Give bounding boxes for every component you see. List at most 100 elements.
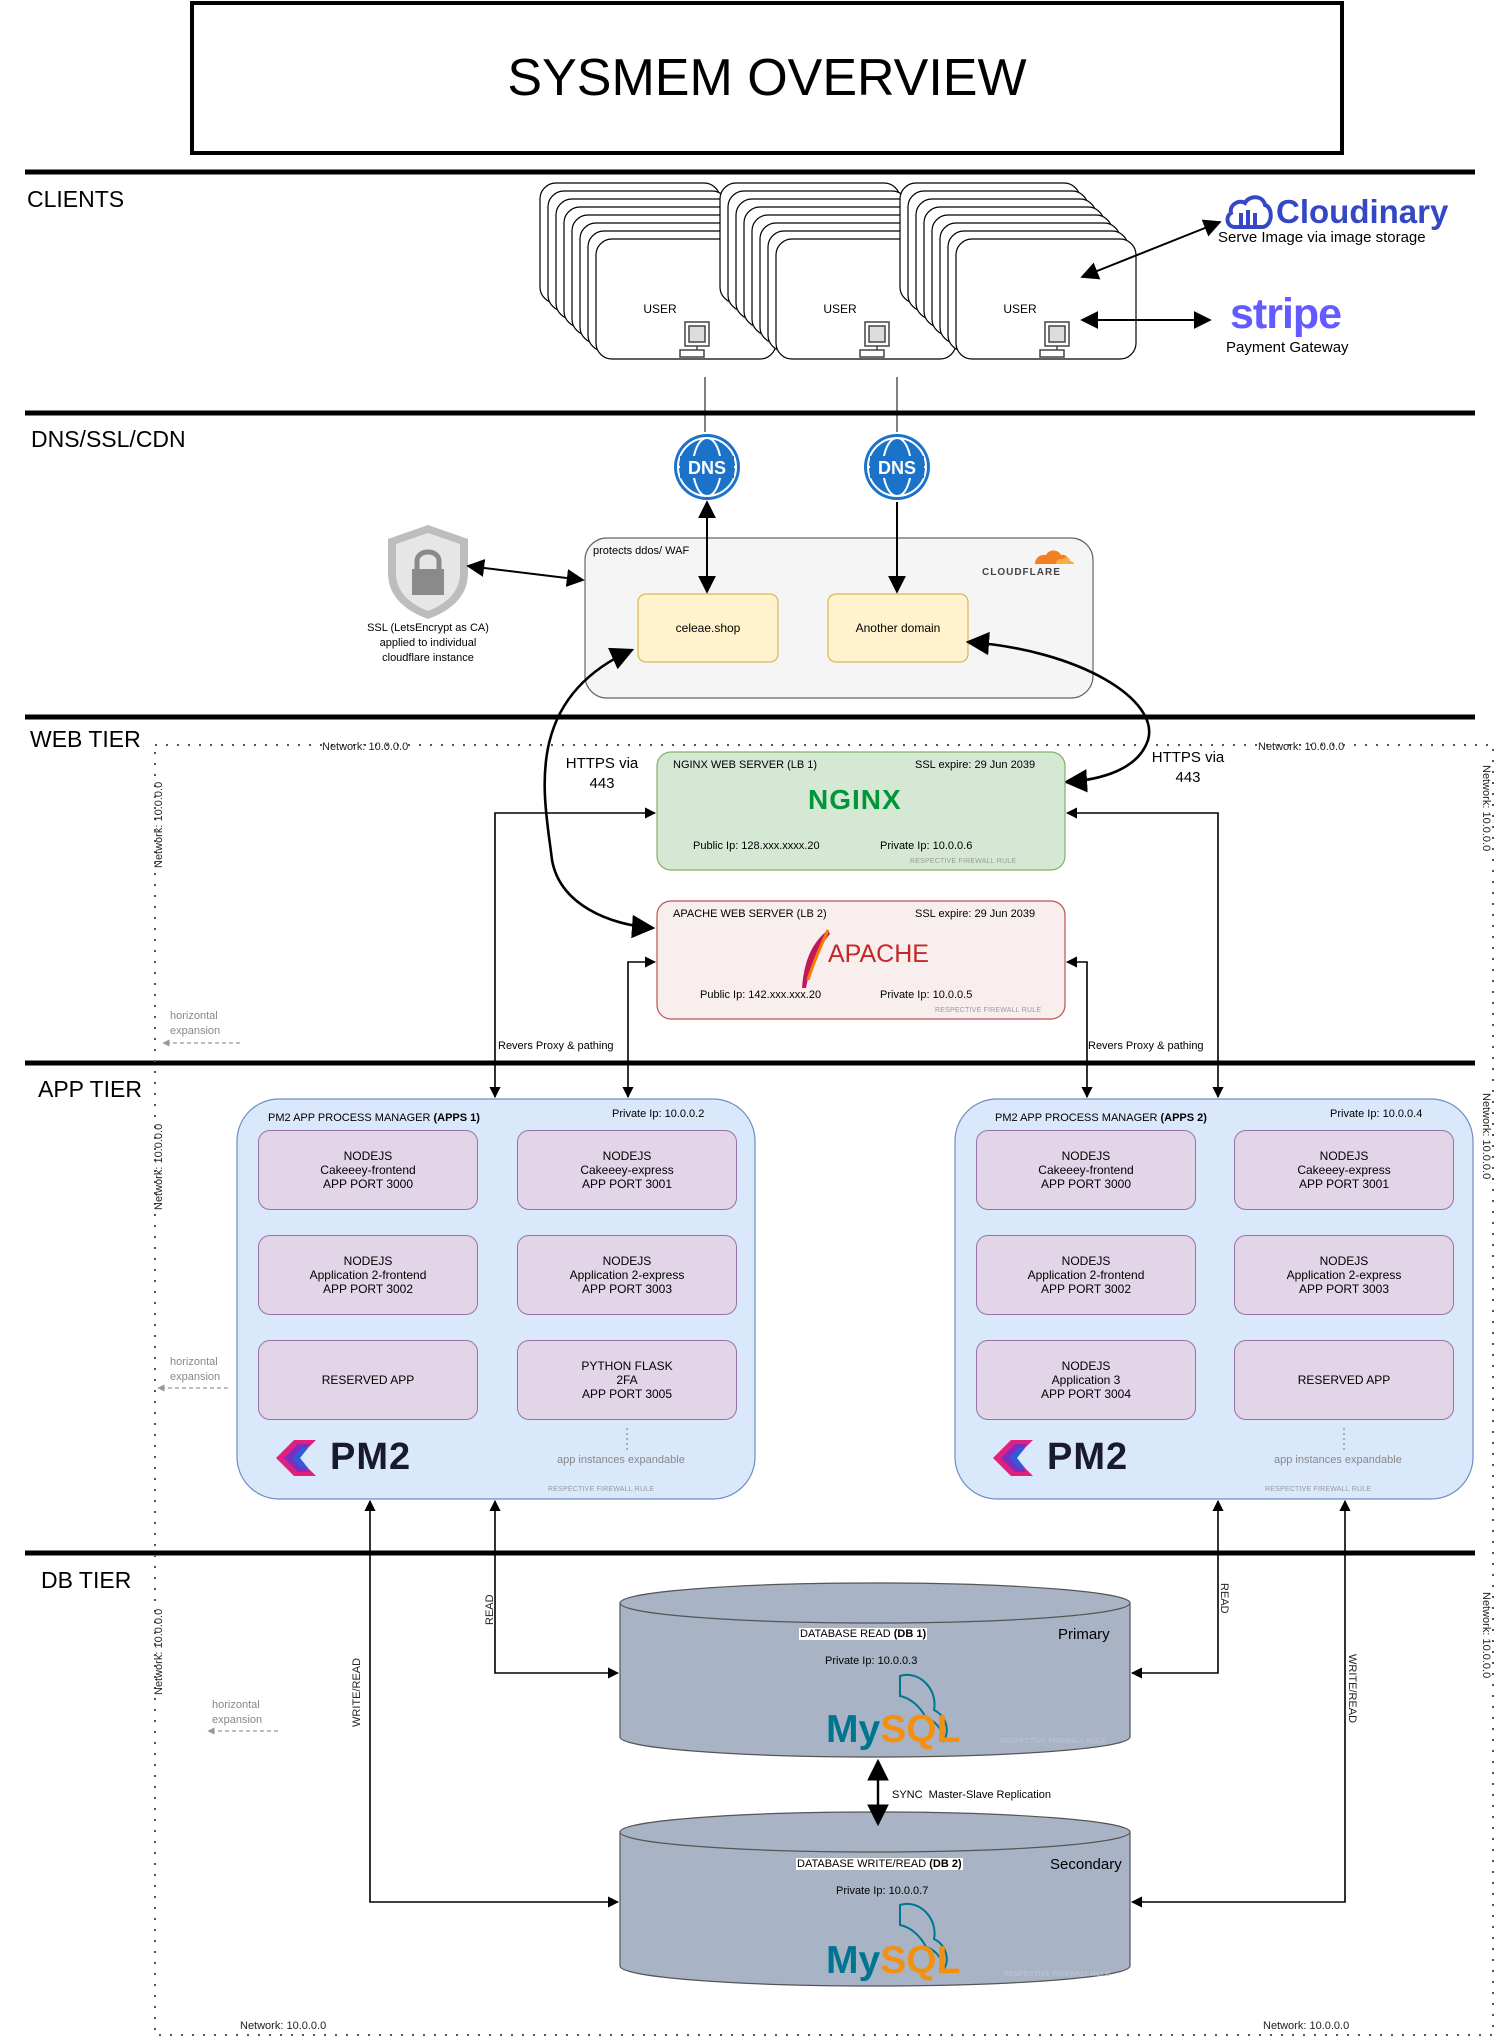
user-label: USER <box>643 302 677 316</box>
horizontal-expansion-line-1: horizontal <box>170 1010 218 1022</box>
nginx-server-box <box>656 751 1066 871</box>
read-label: READ <box>484 1594 496 1625</box>
ssl-line-3: cloudflare instance <box>382 652 474 664</box>
tier-label-clients: CLIENTS <box>27 186 125 212</box>
pm2-1-app: NODEJS Cakeeey-express APP PORT 3001 <box>517 1130 737 1210</box>
pm2-1-expandable: app instances expandable <box>557 1454 685 1466</box>
pm2-1-firewall-rule: RESPECTIVE FIREWALL RULE <box>548 1486 655 1493</box>
apache-public-ip: Public Ip: 142.xxx.xxx.20 <box>700 989 822 1001</box>
db-secondary-cylinder <box>619 1811 1131 1987</box>
pm2-1-title-bold: (APPS 1) <box>433 1112 480 1124</box>
pm2-1-title-prefix: PM2 APP PROCESS MANAGER <box>268 1112 434 1124</box>
pm2-2-title-prefix: PM2 APP PROCESS MANAGER <box>995 1112 1161 1124</box>
user-label: USER <box>823 302 857 316</box>
horizontal-expansion-label: horizontal expansion <box>170 1355 220 1385</box>
pm2-2-firewall-rule: RESPECTIVE FIREWALL RULE <box>1265 1486 1372 1493</box>
computer-icon <box>679 321 710 358</box>
tier-label-app: APP TIER <box>38 1076 142 1102</box>
apache-server-box <box>656 900 1066 1020</box>
pm2-1-app: RESERVED APP <box>258 1340 478 1420</box>
db2-mysql-logo: MySQL <box>826 1939 960 1983</box>
dns-icon <box>864 434 930 500</box>
pm2-1-app: PYTHON FLASK 2FA APP PORT 3005 <box>517 1340 737 1420</box>
apache-private-ip: Private Ip: 10.0.0.5 <box>880 989 973 1001</box>
network-label-vertical: Network: 10.0.0.0 <box>153 1123 165 1210</box>
https-label-line-1: HTTPS via <box>565 755 639 772</box>
db1-firewall-rule: RESPECTIVE FIREWALL RULE <box>1000 1738 1107 1745</box>
network-label: Network: 10.0.0.0 <box>1258 741 1345 753</box>
pm2-logo-mark <box>993 1440 1033 1476</box>
computer-icon <box>859 321 890 358</box>
horizontal-expansion-line-2: expansion <box>170 1371 221 1383</box>
read-label: READ <box>1218 1583 1230 1614</box>
network-label-vertical: Network: 10.0.0.0 <box>1480 1093 1492 1180</box>
sync-label: SYNC Master-Slave Replication <box>892 1789 1051 1801</box>
pm2-2-app: NODEJS Application 2-frontend APP PORT 3… <box>976 1235 1196 1315</box>
db-primary-cylinder <box>619 1582 1131 1758</box>
cloudflare-caption: protects ddos/ WAF <box>593 545 690 557</box>
domain-another-label: Another domain <box>855 621 941 635</box>
db2-title-prefix: DATABASE WRITE/READ <box>797 1858 930 1870</box>
apache-title: APACHE WEB SERVER (LB 2) <box>673 908 827 920</box>
db1-private-ip: Private Ip: 10.0.0.3 <box>825 1655 918 1667</box>
db2-title-bold: (DB 2) <box>929 1858 962 1870</box>
write-read-label: WRITE/READ <box>1346 1654 1358 1724</box>
cloudinary-name: Cloudinary <box>1276 193 1449 230</box>
pm2-2-title-bold: (APPS 2) <box>1160 1112 1207 1124</box>
db1-title: DATABASE READ (DB 1) <box>799 1628 928 1640</box>
page-title: SYSMEM OVERVIEW <box>507 49 1027 107</box>
domain-celeae-label: celeae.shop <box>675 621 741 635</box>
db2-mysql-my: My <box>826 1939 881 1982</box>
horizontal-expansion-line-2: expansion <box>212 1714 263 1726</box>
nginx-logo: NGINX <box>808 784 902 815</box>
nginx-firewall-rule: RESPECTIVE FIREWALL RULE <box>910 858 1017 865</box>
nginx-ssl-expiry: SSL expire: 29 Jun 2039 <box>915 759 1036 771</box>
pm2-1-title: PM2 APP PROCESS MANAGER (APPS 1) <box>268 1112 480 1124</box>
apache-logo: APACHE <box>828 940 929 968</box>
dns-icon <box>674 434 740 500</box>
write-read-label: WRITE/READ <box>351 1657 363 1727</box>
db2-firewall-rule: RESPECTIVE FIREWALL RULE <box>1004 1971 1111 1978</box>
db2-title: DATABASE WRITE/READ (DB 2) <box>796 1858 963 1870</box>
apache-ssl-expiry: SSL expire: 29 Jun 2039 <box>915 908 1036 920</box>
tier-label-db: DB TIER <box>41 1567 132 1593</box>
https-label-line-2: 443 <box>1175 769 1201 786</box>
pm2-2-private-ip: Private Ip: 10.0.0.4 <box>1330 1108 1423 1120</box>
pm2-2-app: NODEJS Cakeeey-express APP PORT 3001 <box>1234 1130 1454 1210</box>
https-label-left: HTTPS via 443 <box>562 754 642 794</box>
pm2-2-app: NODEJS Cakeeey-frontend APP PORT 3000 <box>976 1130 1196 1210</box>
ssl-line-2: applied to individual <box>379 637 477 649</box>
revers-proxy-label: Revers Proxy & pathing <box>498 1040 614 1052</box>
pm2-2-logo-text: PM2 <box>1047 1436 1129 1478</box>
pm2-1-app: NODEJS Cakeeey-frontend APP PORT 3000 <box>258 1130 478 1210</box>
network-boundary <box>154 744 1494 2036</box>
db1-mysql-logo: MySQL <box>826 1708 960 1752</box>
https-label-line-1: HTTPS via <box>1151 749 1225 766</box>
mysql-dolphin-icon <box>899 1673 948 1743</box>
ssl-caption: SSL (LetsEncrypt as CA) applied to indiv… <box>328 621 528 666</box>
https-label-line-2: 443 <box>589 775 615 792</box>
db1-mysql-sql: SQL <box>880 1708 961 1751</box>
stripe-logo: stripe <box>1230 290 1342 338</box>
dns-label: DNS <box>687 457 726 478</box>
pm2-2-app: NODEJS Application 3 APP PORT 3004 <box>976 1340 1196 1420</box>
https-label-right: HTTPS via 443 <box>1148 748 1228 788</box>
pm2-1-app: NODEJS Application 2-express APP PORT 30… <box>517 1235 737 1315</box>
cloudinary-desc: Serve Image via image storage <box>1218 229 1426 246</box>
cloudinary-logo: Cloudinary <box>1225 192 1448 232</box>
nginx-title: NGINX WEB SERVER (LB 1) <box>673 759 818 771</box>
horizontal-expansion-line-2: expansion <box>170 1025 221 1037</box>
db2-mysql-sql: SQL <box>880 1939 961 1982</box>
db1-mysql-my: My <box>826 1708 881 1751</box>
network-label-vertical: Network: 10.0.0.0 <box>1480 765 1492 852</box>
domain-celeae <box>637 593 779 663</box>
user-label: USER <box>1003 302 1037 316</box>
db2-role: Secondary <box>1050 1856 1122 1873</box>
nginx-public-ip: Public Ip: 128.xxx.xxxx.20 <box>693 840 820 852</box>
cloudflare-cloud-icon <box>1035 550 1074 564</box>
pm2-2-title: PM2 APP PROCESS MANAGER (APPS 2) <box>995 1112 1207 1124</box>
domain-another <box>827 593 969 663</box>
dns-label: DNS <box>877 457 916 478</box>
tier-label-dns: DNS/SSL/CDN <box>31 426 186 452</box>
